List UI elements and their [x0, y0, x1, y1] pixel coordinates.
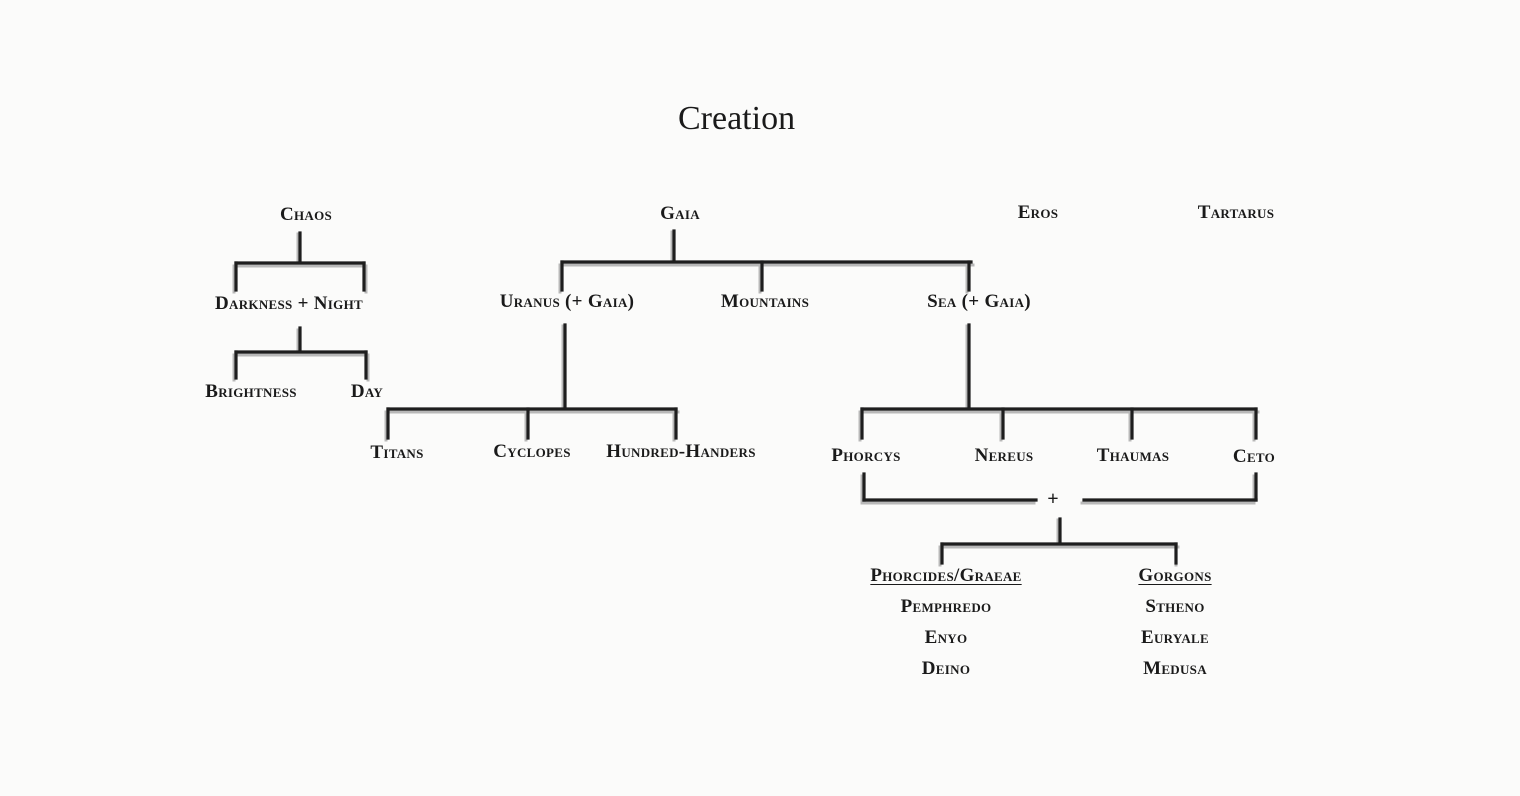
- connectors: [234, 229, 1258, 565]
- node-gaia: Gaia: [660, 203, 700, 224]
- node-titans: Titans: [370, 442, 424, 463]
- node-mountains: Mountains: [720, 291, 810, 312]
- member-stheno: Stheno: [1145, 596, 1205, 617]
- union-plus-sign: +: [1047, 488, 1059, 510]
- node-sea: Sea (+ Gaia): [927, 291, 1031, 312]
- node-chaos: Chaos: [279, 204, 333, 225]
- node-darkness-night: Darkness + Night: [215, 293, 363, 314]
- member-enyo: Enyo: [924, 627, 968, 648]
- node-tartarus: Tartarus: [1197, 202, 1275, 223]
- node-phorcys: Phorcys: [831, 445, 901, 466]
- member-medusa: Medusa: [1143, 658, 1207, 679]
- node-day: Day: [350, 381, 384, 402]
- member-deino: Deino: [921, 658, 971, 679]
- member-euryale: Euryale: [1140, 627, 1210, 648]
- node-thaumas: Thaumas: [1096, 445, 1170, 466]
- node-uranus: Uranus (+ Gaia): [499, 291, 635, 312]
- member-pemphredo: Pemphredo: [900, 596, 992, 617]
- node-brightness: Brightness: [205, 381, 297, 402]
- connector-shadows: [232, 230, 1260, 567]
- node-nereus: Nereus: [974, 445, 1034, 466]
- node-hundred-handers: Hundred-Handers: [606, 441, 756, 462]
- diagram-title: Creation: [678, 100, 796, 137]
- group-heading-phorcides: Phorcides/Graeae: [870, 565, 1022, 586]
- node-cyclopes: Cyclopes: [493, 441, 571, 462]
- node-ceto: Ceto: [1232, 446, 1276, 467]
- node-eros: Eros: [1017, 202, 1059, 223]
- group-heading-gorgons: Gorgons: [1138, 565, 1212, 586]
